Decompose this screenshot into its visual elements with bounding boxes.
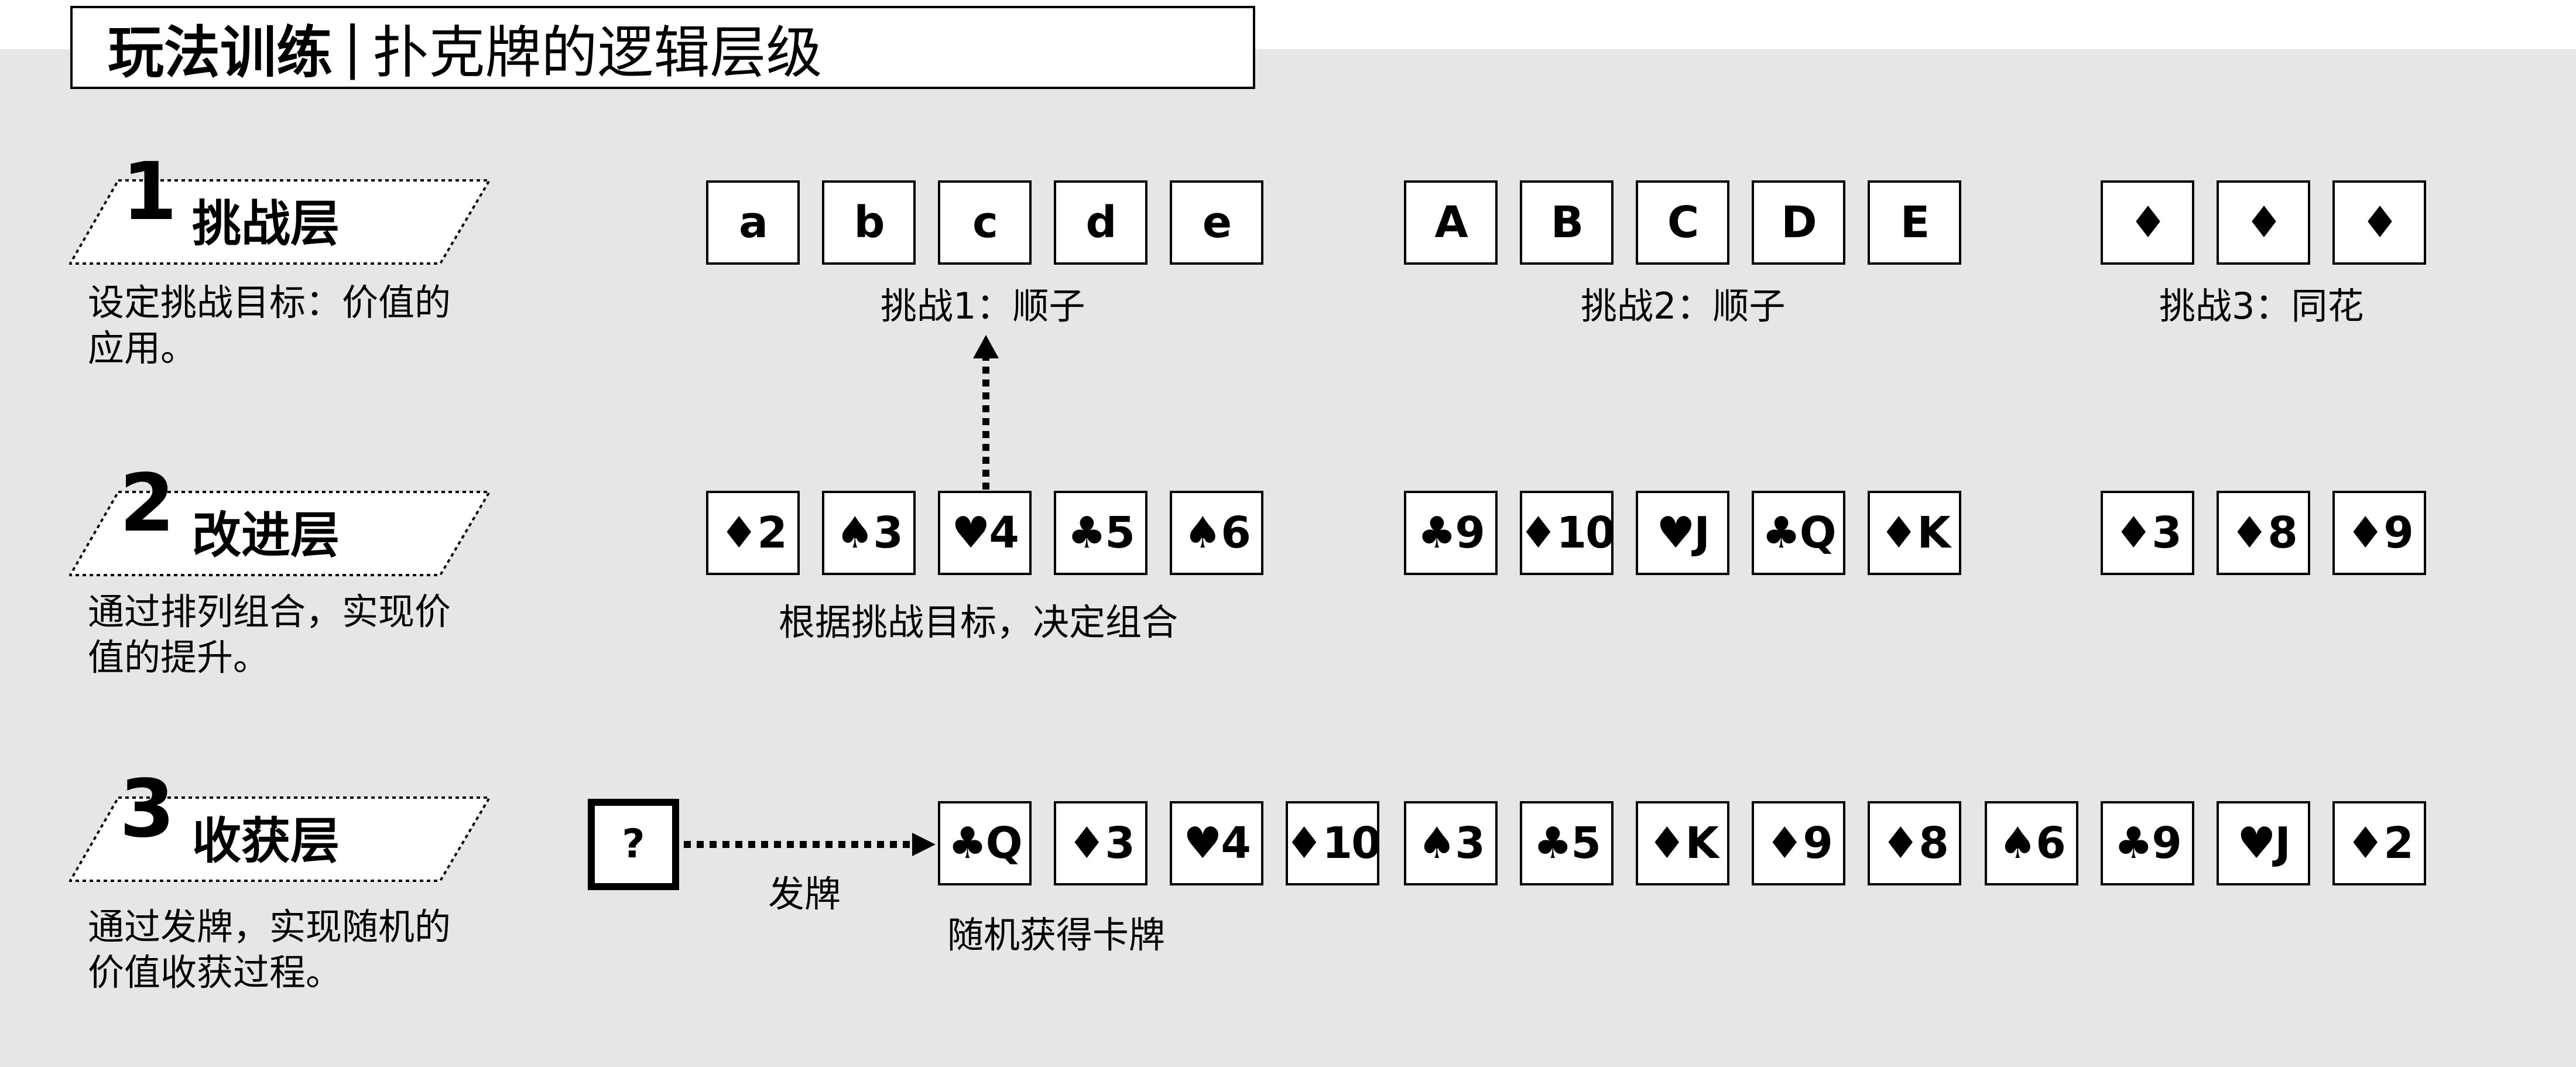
- level-1-desc-line-1: 设定挑战目标：价值的: [88, 281, 451, 324]
- level-1-tag: 1 挑战层: [69, 152, 491, 266]
- combo-card: ♠3: [822, 491, 916, 575]
- level-2-description: 通过排列组合，实现价 值的提升。: [88, 589, 486, 680]
- dealt-card: ♠3: [1404, 801, 1498, 885]
- challenge-2-card: B: [1520, 180, 1614, 265]
- challenge-2-card: D: [1752, 180, 1845, 265]
- challenge-2-card: E: [1868, 180, 1961, 265]
- card-deck: ?: [588, 799, 679, 890]
- combo-card: ♠6: [1170, 491, 1263, 575]
- level-2-desc-line-1: 通过排列组合，实现价: [88, 590, 451, 633]
- level-2-parallelogram: [69, 491, 491, 576]
- level-3-desc-line-1: 通过发牌，实现随机的: [88, 905, 451, 948]
- level-1-number: 1: [122, 146, 177, 238]
- level-3-name: 收获层: [192, 812, 340, 870]
- challenge-1-card: d: [1054, 180, 1147, 265]
- dealt-card: ♦K: [1636, 801, 1729, 885]
- title-subtitle: 扑克牌的逻辑层级: [372, 19, 823, 86]
- level-2-desc-line-2: 值的提升。: [88, 636, 270, 679]
- level-1-name: 挑战层: [192, 195, 340, 252]
- combo-card: ♦8: [2217, 491, 2310, 575]
- challenge-3-card: ♦: [2101, 180, 2194, 265]
- combo-caption: 根据挑战目标，决定组合: [779, 601, 1179, 644]
- combo-card: ♦2: [706, 491, 800, 575]
- level-3-desc-line-2: 价值收获过程。: [88, 951, 342, 994]
- dealt-card: ♣9: [2101, 801, 2194, 885]
- up-arrow: [973, 335, 999, 490]
- dealt-card: ♣Q: [938, 801, 1032, 885]
- combo-card: ♦9: [2332, 491, 2426, 575]
- challenge-1-card: b: [822, 180, 916, 265]
- level-1-desc-line-2: 应用。: [88, 327, 197, 370]
- title-separator: |: [343, 15, 362, 80]
- challenge-1-card: e: [1170, 180, 1263, 265]
- challenge-3-card: ♦: [2332, 180, 2426, 265]
- dealt-card: ♦3: [1054, 801, 1147, 885]
- dealt-card: ♦8: [1868, 801, 1961, 885]
- dealt-card: ♥J: [2217, 801, 2310, 885]
- level-1-parallelogram: [69, 179, 491, 265]
- level-3-number: 3: [119, 763, 175, 856]
- challenge-2-caption: 挑战2：顺子: [1581, 285, 1786, 327]
- challenge-3-caption: 挑战3：同花: [2159, 285, 2364, 327]
- level-1-description: 设定挑战目标：价值的 应用。: [88, 280, 486, 371]
- combo-card: ♦3: [2101, 491, 2194, 575]
- level-3-description: 通过发牌，实现随机的 价值收获过程。: [88, 904, 486, 996]
- dealt-card: ♣5: [1520, 801, 1614, 885]
- challenge-1-caption: 挑战1：顺子: [881, 285, 1085, 327]
- dealt-card: ♦9: [1752, 801, 1845, 885]
- combo-card: ♣9: [1404, 491, 1498, 575]
- dealt-card: ♦2: [2332, 801, 2426, 885]
- page-title: 玩法训练 | 扑克牌的逻辑层级: [70, 6, 1255, 89]
- challenge-3-card: ♦: [2217, 180, 2310, 265]
- challenge-1-card: a: [706, 180, 800, 265]
- deal-arrow: [684, 833, 936, 856]
- challenge-2-card: A: [1404, 180, 1498, 265]
- level-3-tag: 3 收获层: [69, 770, 491, 883]
- combo-card: ♣Q: [1752, 491, 1845, 575]
- combo-card: ♥J: [1636, 491, 1729, 575]
- combo-card: ♦K: [1868, 491, 1961, 575]
- level-2-tag: 2 改进层: [69, 464, 491, 577]
- challenge-1-card: c: [938, 180, 1032, 265]
- deal-label: 发牌: [768, 873, 841, 915]
- level-3-parallelogram: [69, 796, 491, 882]
- combo-card: ♥4: [938, 491, 1032, 575]
- dealt-caption: 随机获得卡牌: [947, 914, 1166, 956]
- combo-card: ♣5: [1054, 491, 1147, 575]
- title-main: 玩法训练: [108, 19, 333, 86]
- combo-card: ♦10: [1519, 491, 1616, 575]
- challenge-2-card: C: [1636, 180, 1729, 265]
- level-2-number: 2: [119, 457, 175, 550]
- dealt-card: ♦10: [1284, 801, 1382, 885]
- dealt-card: ♠6: [1985, 801, 2078, 885]
- dealt-card: ♥4: [1170, 801, 1263, 885]
- level-2-name: 改进层: [192, 507, 340, 564]
